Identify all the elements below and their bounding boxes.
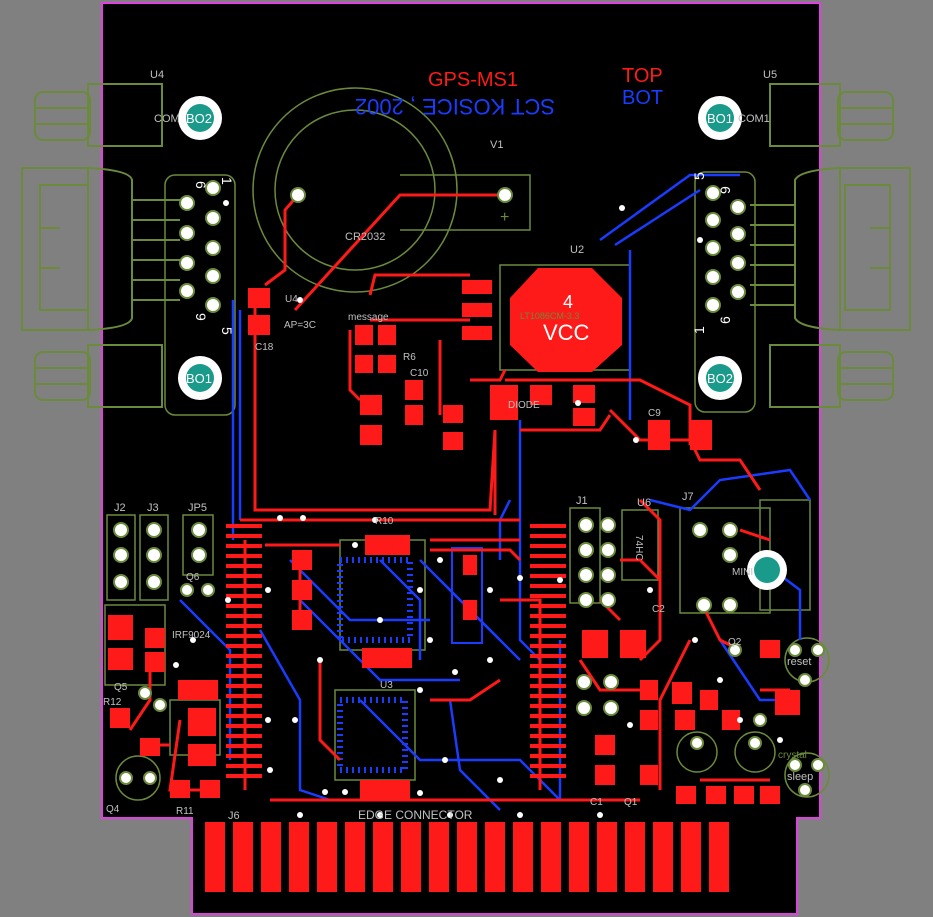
label-mini: MINI <box>732 567 753 578</box>
regulator-pad <box>510 268 622 372</box>
db9-left-name: COM <box>154 113 180 125</box>
label-j2: J2 <box>114 502 126 514</box>
edge-connector-fingers <box>205 822 729 892</box>
bottom-mirrored-text: SCT KOSICE , 2002 <box>355 94 555 119</box>
label-c1: C1 <box>590 797 603 808</box>
edge-connector-ref: J6 <box>228 810 240 822</box>
label-irf: IRF9024 <box>172 630 211 641</box>
label-r12: R12 <box>103 697 122 708</box>
label-q1: Q1 <box>624 797 638 808</box>
label-crystal: crystal <box>778 750 807 761</box>
db9-left-pin-9: 9 <box>193 313 209 321</box>
top-copper-ic-right <box>530 524 566 778</box>
label-u3: U3 <box>380 680 393 691</box>
battery-part: CR2032 <box>345 231 385 243</box>
label-jp5: JP5 <box>188 502 207 514</box>
bot-layer-label: BOT <box>622 87 663 109</box>
regulator-pin-label: 4 <box>563 292 573 312</box>
label-u2: U2 <box>570 244 584 256</box>
label-q6: Q6 <box>186 572 200 583</box>
label-u4b: U4 <box>285 294 298 305</box>
vias <box>173 200 783 818</box>
label-r11: R11 <box>176 806 194 817</box>
db9-right-pin-6: 6 <box>717 316 733 324</box>
label-u6: U6 <box>637 497 651 509</box>
top-layer-label: TOP <box>622 65 663 87</box>
label-r10: R10 <box>375 516 394 527</box>
top-copper-smd-parts <box>108 280 800 804</box>
mounting-holes <box>178 96 787 590</box>
db9-left-pin-1: 1 <box>219 177 235 185</box>
bottom-chip-u3 <box>337 547 483 773</box>
label-j3: J3 <box>147 502 159 514</box>
label-q5: Q5 <box>114 682 128 693</box>
button-sleep-label: sleep <box>787 771 813 783</box>
db9-right-shell <box>750 83 911 408</box>
label-q4: Q4 <box>106 804 120 815</box>
label-r6: R6 <box>403 352 416 363</box>
battery-ref: V1 <box>490 139 503 151</box>
db9-left-pin-5: 5 <box>219 327 235 335</box>
mounting-hole-label-tl: BO2 <box>186 111 212 126</box>
mounting-hole-label-bl: BO1 <box>186 371 212 386</box>
regulator-part-label: LT1086CM-3.3 <box>520 311 579 321</box>
label-c18: C18 <box>255 342 274 353</box>
label-ap3c: AP=3C <box>284 320 316 331</box>
db9-left-ref: U4 <box>150 69 164 81</box>
label-q2: Q2 <box>728 637 742 648</box>
edge-connector-label: EDGE CONNECTOR <box>358 808 473 822</box>
regulator-net-label: VCC <box>543 320 590 345</box>
mounting-hole-label-br: BO2 <box>707 371 733 386</box>
label-c9: C9 <box>648 408 661 419</box>
label-j7: J7 <box>682 491 694 503</box>
button-reset-label: reset <box>787 656 811 668</box>
label-j1: J1 <box>576 495 588 507</box>
db9-right-pin-5: 5 <box>691 172 707 180</box>
label-c2: C2 <box>652 604 665 615</box>
db9-left-shell <box>21 83 180 408</box>
db9-right-name: COM1 <box>738 113 770 125</box>
mounting-hole-label-tr: BO1 <box>707 111 733 126</box>
label-74hc: 74HC <box>633 535 644 561</box>
db9-right-pin-1: 1 <box>691 326 707 334</box>
db9-right-ref: U5 <box>763 69 777 81</box>
top-copper-ic-left <box>226 524 262 778</box>
label-diode: DIODE <box>508 400 540 411</box>
label-message: message <box>348 312 389 323</box>
through-hole-pads <box>113 180 825 797</box>
db9-right-pin-9: 9 <box>717 186 733 194</box>
board-name-label: GPS-MS1 <box>428 69 518 91</box>
battery-plus: + <box>500 209 509 226</box>
db9-left-pin-6: 6 <box>193 181 209 189</box>
label-c10: C10 <box>410 368 429 379</box>
text-labels: GPS-MS1 TOP BOT SCT KOSICE , 2002 4 VCC … <box>103 65 813 822</box>
